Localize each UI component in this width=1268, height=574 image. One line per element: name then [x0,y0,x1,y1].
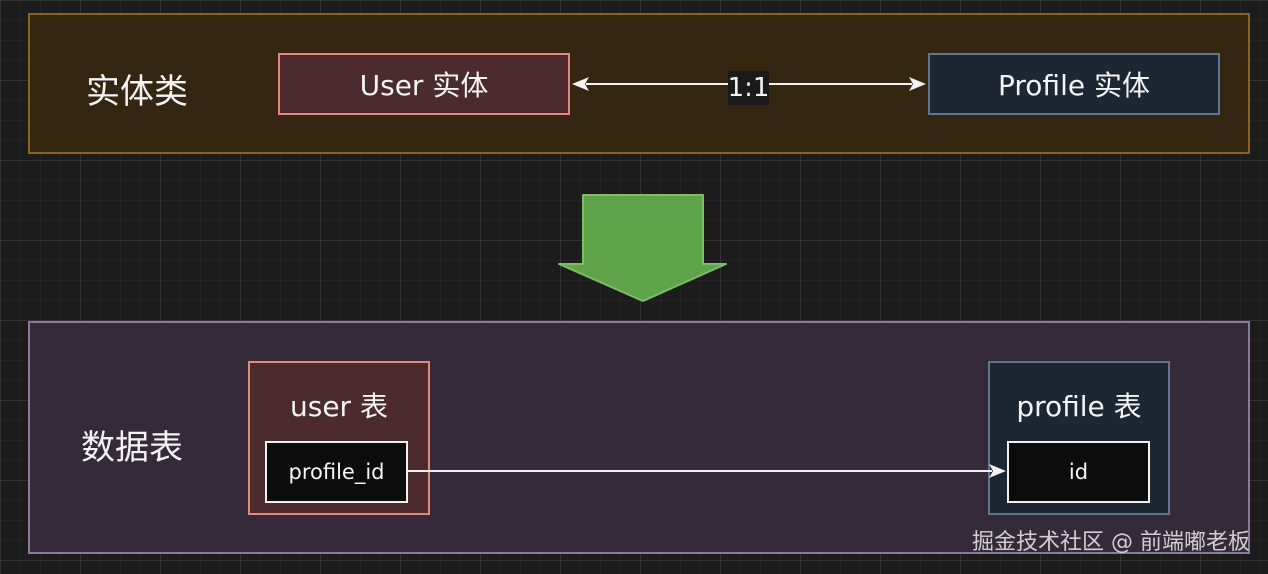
user-entity-label: User 实体 [359,69,489,102]
transform-down-arrow [558,194,727,302]
profile-id-field-label: profile_id [288,460,385,484]
id-field-label: id [1068,460,1089,484]
user-table-title: user 表 [290,390,388,423]
watermark: 掘金技术社区 @ 前端嘟老板 [972,530,1250,555]
id-field[interactable]: id [1007,441,1150,503]
table-layer-label: 数据表 [81,428,183,468]
profile-id-field[interactable]: profile_id [265,441,408,503]
profile-table-title: profile 表 [1016,390,1142,423]
entity-layer-label: 实体类 [86,72,188,112]
profile-entity-node[interactable]: Profile 实体 [928,53,1220,115]
foreign-key-reference-arrow [408,464,1006,478]
user-entity-node[interactable]: User 实体 [278,53,570,115]
relation-label: 1:1 [727,71,770,105]
profile-entity-label: Profile 实体 [998,69,1150,102]
